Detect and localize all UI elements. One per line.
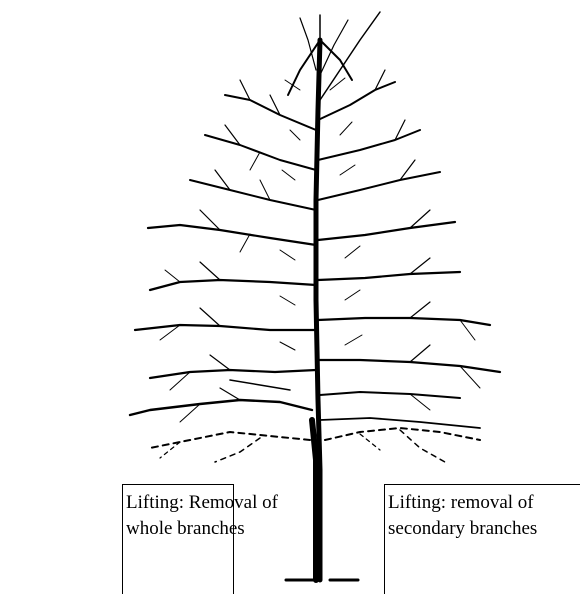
removed-branches-left [150, 432, 310, 448]
tree-trunk-lower [312, 420, 316, 580]
label-whole-branches-line2: whole branches [126, 516, 233, 542]
removed-branches-right [325, 428, 480, 440]
label-whole-branches: Lifting: Removal of whole branches [122, 484, 234, 594]
label-whole-branches-line1: Lifting: Removal of [126, 490, 233, 516]
label-secondary-branches-line2: secondary branches [388, 516, 580, 542]
label-secondary-branches: Lifting: removal of secondary branches [384, 484, 580, 594]
label-secondary-branches-line1: Lifting: removal of [388, 490, 580, 516]
